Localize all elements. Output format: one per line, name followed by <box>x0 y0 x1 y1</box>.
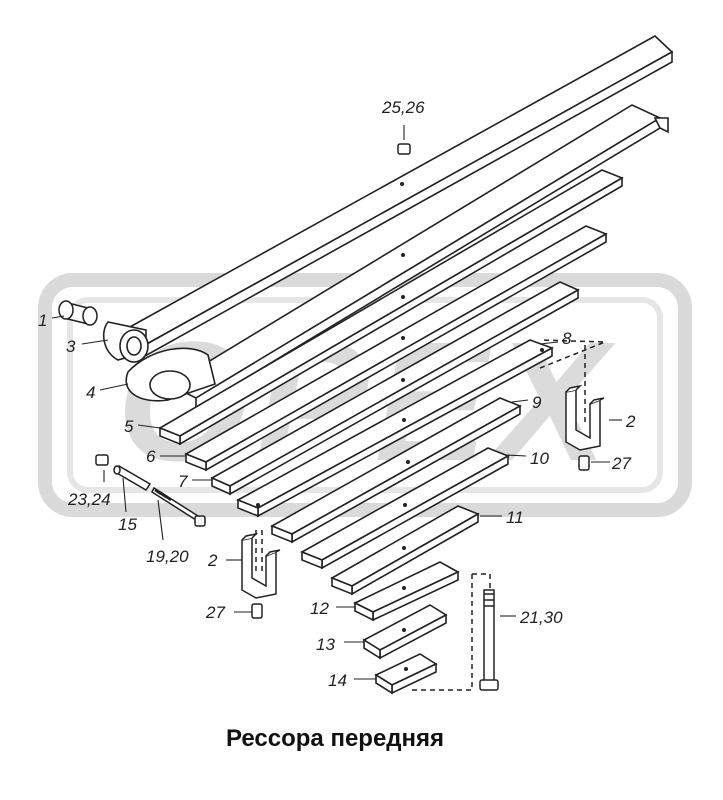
leaf-7 <box>210 281 580 496</box>
pin-27-right <box>578 455 590 471</box>
callout-21-30: 21,30 <box>519 608 563 627</box>
callout-6: 6 <box>146 447 156 466</box>
callout-25-26: 25,26 <box>381 98 425 117</box>
diagram-caption: Рессора передняя <box>225 725 445 752</box>
wrapper-eye-4 <box>125 347 216 402</box>
leaf-12 <box>353 561 460 622</box>
leader-lines <box>51 125 622 680</box>
callout-12: 12 <box>310 599 329 618</box>
callout-2-right: 2 <box>625 412 636 431</box>
bushing-1 <box>58 300 98 326</box>
clamp-2-left <box>241 530 281 599</box>
centre-bolt-21-30 <box>408 573 499 691</box>
nut-23-24 <box>95 454 109 466</box>
callout-27-left: 27 <box>205 603 225 622</box>
centre-holes <box>256 182 544 671</box>
leaf-14 <box>374 653 438 695</box>
callout-labels: 1 3 4 5 6 7 8 9 10 11 12 13 14 21,30 2 2… <box>38 98 636 690</box>
pin-27-left <box>251 603 263 619</box>
callout-13: 13 <box>316 635 335 654</box>
callout-11: 11 <box>506 508 524 527</box>
callout-5: 5 <box>124 417 134 436</box>
callout-8: 8 <box>562 329 572 348</box>
callout-27-right: 27 <box>611 454 631 473</box>
callout-23-24: 23,24 <box>67 490 111 509</box>
callout-3: 3 <box>66 337 76 356</box>
callout-14: 14 <box>328 671 347 690</box>
callout-10: 10 <box>530 449 549 468</box>
nut-25-26 <box>397 143 411 155</box>
leaf-9 <box>270 397 522 544</box>
callout-9: 9 <box>532 393 542 412</box>
callout-2-left: 2 <box>207 551 218 570</box>
callout-15: 15 <box>118 515 137 534</box>
clamp-2-right <box>539 339 606 451</box>
callout-1: 1 <box>38 311 47 330</box>
callout-19-20: 19,20 <box>146 547 189 566</box>
leaf-11 <box>330 505 480 596</box>
leaf-5 <box>158 169 624 446</box>
callout-7: 7 <box>178 472 188 491</box>
bolt-19-20 <box>151 486 206 527</box>
pin-15 <box>113 464 152 492</box>
leaf-8 <box>236 339 554 518</box>
leaf-13 <box>362 604 448 660</box>
callout-4: 4 <box>86 383 95 402</box>
leaf-6 <box>184 225 608 472</box>
leaf-eye-3 <box>102 321 149 363</box>
